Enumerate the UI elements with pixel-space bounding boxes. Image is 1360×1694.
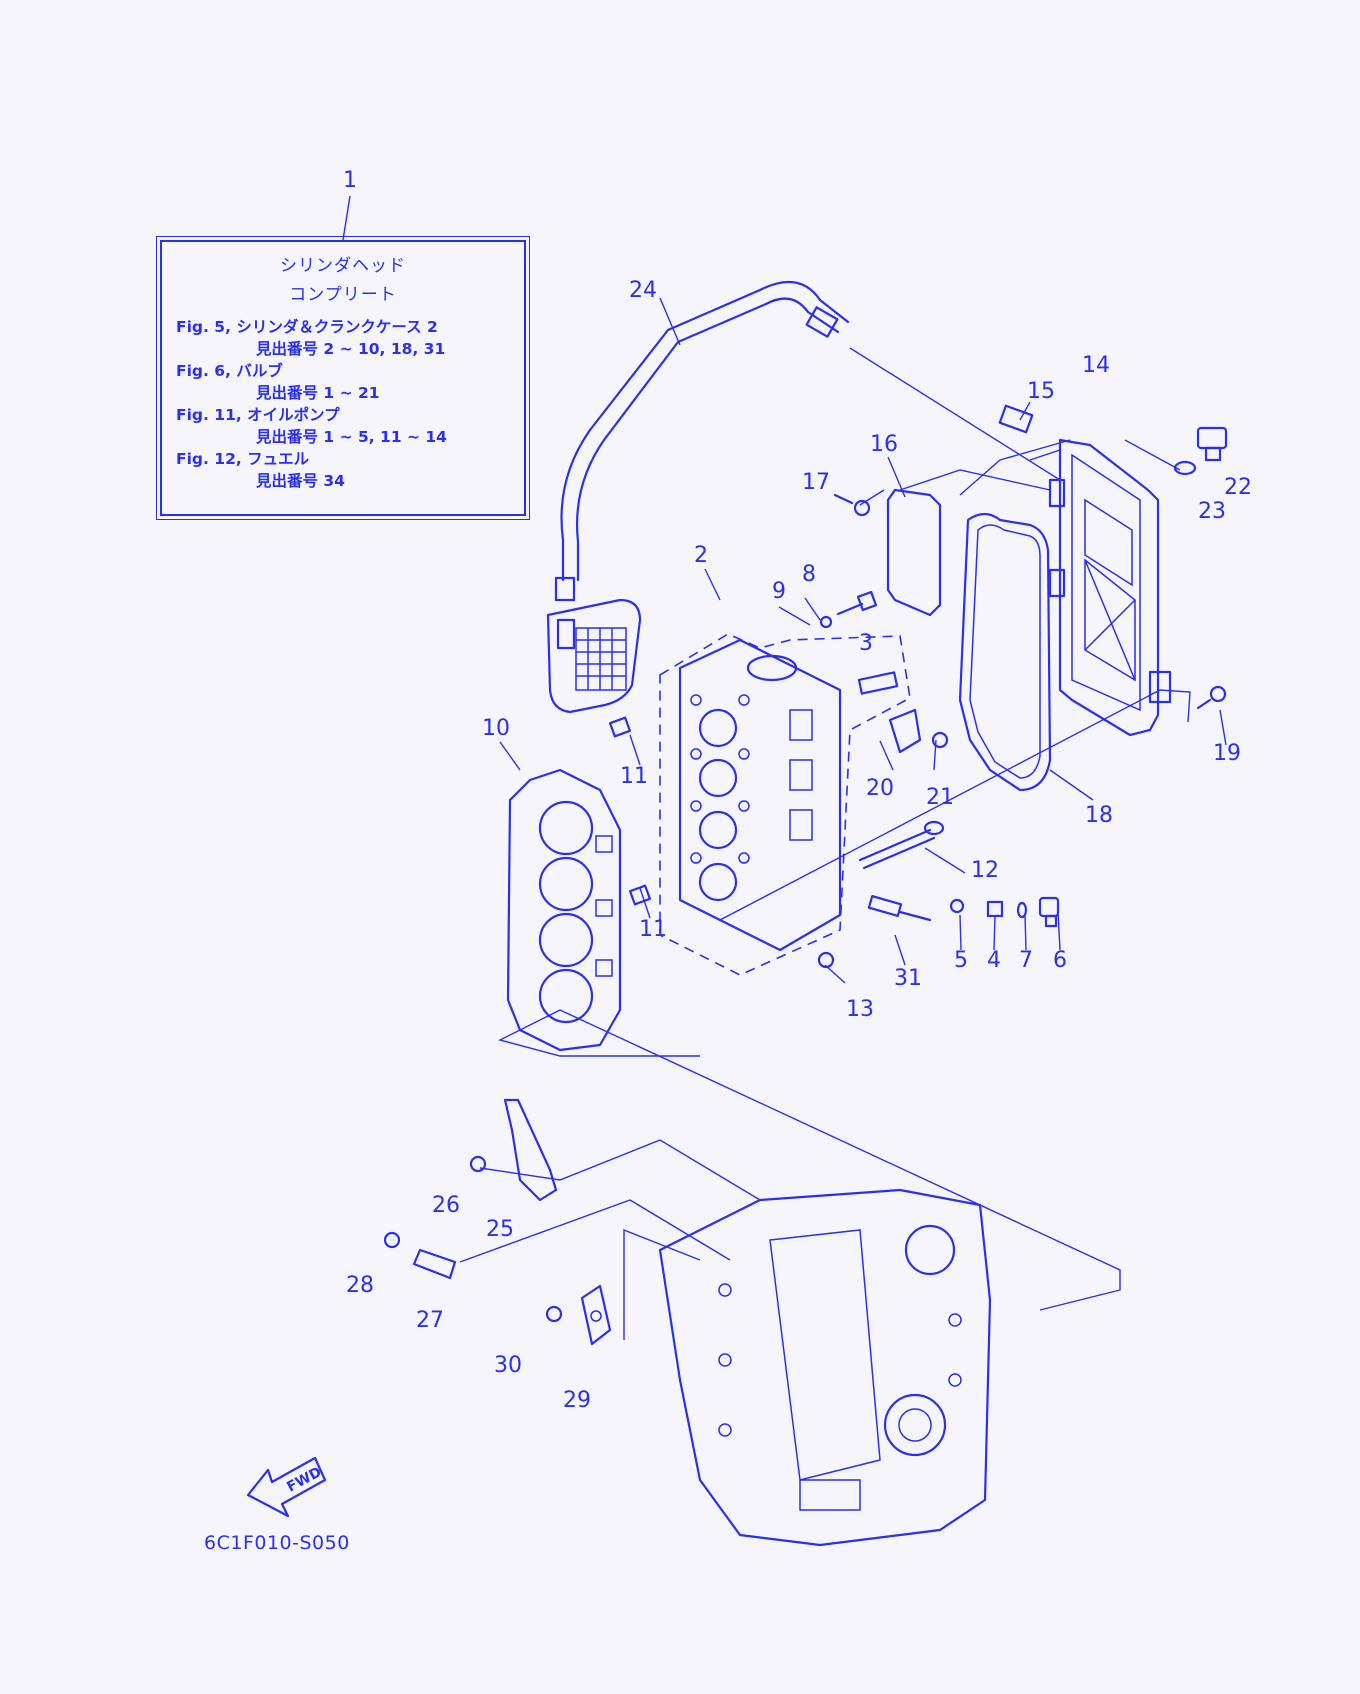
bolt-part-17 <box>833 493 871 517</box>
ref-line: 見出番号 34 <box>256 472 345 490</box>
callout-25: 25 <box>486 1217 514 1242</box>
ref-title-line-2: コンプリート <box>289 285 397 305</box>
cylinder-block-part <box>658 1188 992 1547</box>
cylinder-head-assembly-boundary <box>659 633 911 976</box>
cover-part-20 <box>888 708 922 754</box>
callout-22: 22 <box>1224 475 1252 500</box>
head-gasket-part <box>506 768 622 1052</box>
callout-24: 24 <box>629 278 657 303</box>
bolt-part-26 <box>469 1155 487 1173</box>
callout-17: 17 <box>802 470 830 495</box>
plate-part-16 <box>886 488 942 617</box>
callout-10: 10 <box>482 716 510 741</box>
bolt-part-12 <box>858 820 945 870</box>
callout-7: 7 <box>1019 948 1033 973</box>
bolt-part-8 <box>836 590 878 616</box>
filter-screen-part <box>546 598 642 714</box>
callout-12: 12 <box>971 858 999 883</box>
bolt-part-5 <box>949 898 965 914</box>
callout-20: 20 <box>866 776 894 801</box>
bracket-part-25 <box>503 1098 558 1202</box>
callout-27: 27 <box>416 1308 444 1333</box>
leader-lines <box>342 195 1227 1340</box>
ref-title-line-1: シリンダヘッド <box>280 256 406 276</box>
ref-line: Fig. 11, オイルポンプ <box>176 406 340 424</box>
collar-part-4 <box>986 900 1004 918</box>
head-cover-part <box>1048 438 1172 737</box>
sleeve-part-3 <box>857 671 899 695</box>
callout-15: 15 <box>1027 379 1055 404</box>
dowel-part-11-lower <box>628 884 652 906</box>
callout-30: 30 <box>494 1353 522 1378</box>
cylinder-head-part <box>678 638 842 952</box>
ref-line: Fig. 6, バルブ <box>176 362 283 380</box>
oil-filler-cap-part <box>1173 426 1228 476</box>
ref-line: 見出番号 1 ~ 21 <box>256 384 380 402</box>
callout-29-visible: 29 <box>563 1388 591 1413</box>
fwd-arrow-icon: FWD <box>246 1456 327 1518</box>
ref-line: Fig. 12, フュエル <box>176 450 310 468</box>
reference-note-box: シリンダヘッド コンプリート Fig. 5, シリンダ＆クランクケース 2 見出… <box>156 236 530 520</box>
callout-3: 3 <box>859 631 873 656</box>
bolt-part-30 <box>545 1305 563 1323</box>
callout-28: 28 <box>346 1273 374 1298</box>
dowel-part-11-upper <box>608 716 632 738</box>
ref-line: 見出番号 1 ~ 5, 11 ~ 14 <box>256 428 447 446</box>
callout-8: 8 <box>802 562 816 587</box>
plate-part-29 <box>580 1284 612 1346</box>
callout-23: 23 <box>1198 499 1226 524</box>
callout-4: 4 <box>987 948 1001 973</box>
sensor-part-31 <box>867 894 932 922</box>
washer-part-9 <box>819 615 833 629</box>
fitting-part-15 <box>998 404 1034 434</box>
bracket-part-27 <box>412 1248 457 1280</box>
callout-5: 5 <box>954 948 968 973</box>
plug-part-6 <box>1038 896 1060 928</box>
bolt-part-19 <box>1196 685 1227 710</box>
callout-31: 31 <box>894 966 922 991</box>
callout-13: 13 <box>846 997 874 1022</box>
hose-part <box>554 280 850 602</box>
callout-numbers: 1 2 3 4 5 6 7 8 9 10 11 11 12 13 14 15 1… <box>343 168 1252 1413</box>
callout-11-lower: 11 <box>639 917 667 942</box>
bolt-part-28 <box>383 1231 401 1249</box>
callout-16: 16 <box>870 432 898 457</box>
bolt-part-13 <box>817 951 835 969</box>
ref-line: Fig. 5, シリンダ＆クランクケース 2 <box>176 318 438 336</box>
callout-11-upper: 11 <box>620 764 648 789</box>
callout-21: 21 <box>926 785 954 810</box>
callout-18: 18 <box>1085 803 1113 828</box>
callout-6: 6 <box>1053 948 1067 973</box>
ref-line: 見出番号 2 ~ 10, 18, 31 <box>256 340 446 358</box>
drawing-code-label: 6C1F010-S050 <box>204 1532 350 1554</box>
callout-14: 14 <box>1082 353 1110 378</box>
gasket-part-18 <box>958 512 1052 792</box>
callout-26: 26 <box>432 1193 460 1218</box>
callout-19: 19 <box>1213 741 1241 766</box>
callout-2: 2 <box>694 543 708 568</box>
callout-9: 9 <box>772 579 786 604</box>
bolt-part-21 <box>931 731 949 749</box>
callout-1: 1 <box>343 168 357 193</box>
o-ring-part-7 <box>1016 901 1028 919</box>
